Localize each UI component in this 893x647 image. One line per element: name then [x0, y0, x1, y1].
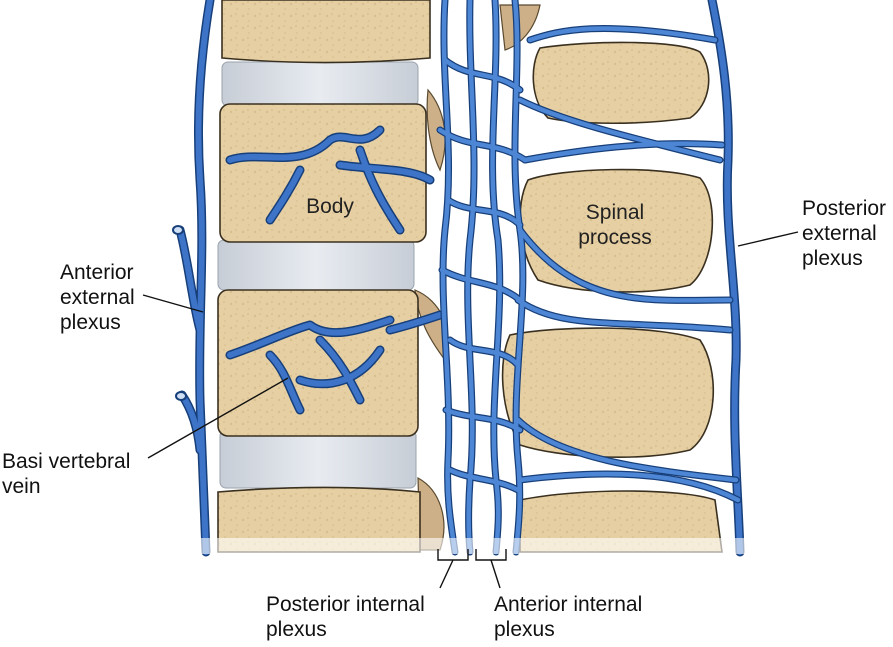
- disc-2: [217, 239, 415, 291]
- spinous-processes: [501, 41, 723, 553]
- bracket-posterior-internal: [437, 549, 469, 589]
- spinous-process-3: [501, 327, 715, 458]
- leader-lines: [142, 231, 799, 589]
- intervertebral-discs: [217, 61, 419, 489]
- disc-3: [219, 429, 417, 489]
- vertebral-body-bottom: [217, 486, 421, 553]
- label-anterior-internal-plexus: Anterior internal plexus: [494, 593, 643, 641]
- vertebral-body-lower: [217, 289, 419, 437]
- bracket-anterior-internal: [475, 549, 507, 589]
- label-posterior-internal-plexus: Posterior internal plexus: [266, 593, 425, 641]
- spinous-process-4: [519, 490, 723, 553]
- label-basi-vertebral-vein: Basi vertebral vein: [2, 450, 131, 498]
- label-posterior-external-plexus: Posterior external plexus: [802, 197, 887, 270]
- ligament-upper: [426, 88, 446, 172]
- spinous-process-2: [519, 168, 714, 293]
- label-anterior-external-plexus: Anterior external plexus: [60, 261, 135, 334]
- leader-posterior-external: [737, 231, 799, 247]
- leader-basi-vertebral: [147, 377, 289, 459]
- label-spinal-process: Spinal process: [578, 201, 652, 249]
- label-body: Body: [306, 195, 354, 218]
- vertebral-body-top: [221, 0, 431, 64]
- disc-1: [221, 61, 419, 107]
- veins: [172, 0, 745, 557]
- spinous-process-1: [532, 41, 710, 125]
- leader-anterior-external: [142, 294, 204, 313]
